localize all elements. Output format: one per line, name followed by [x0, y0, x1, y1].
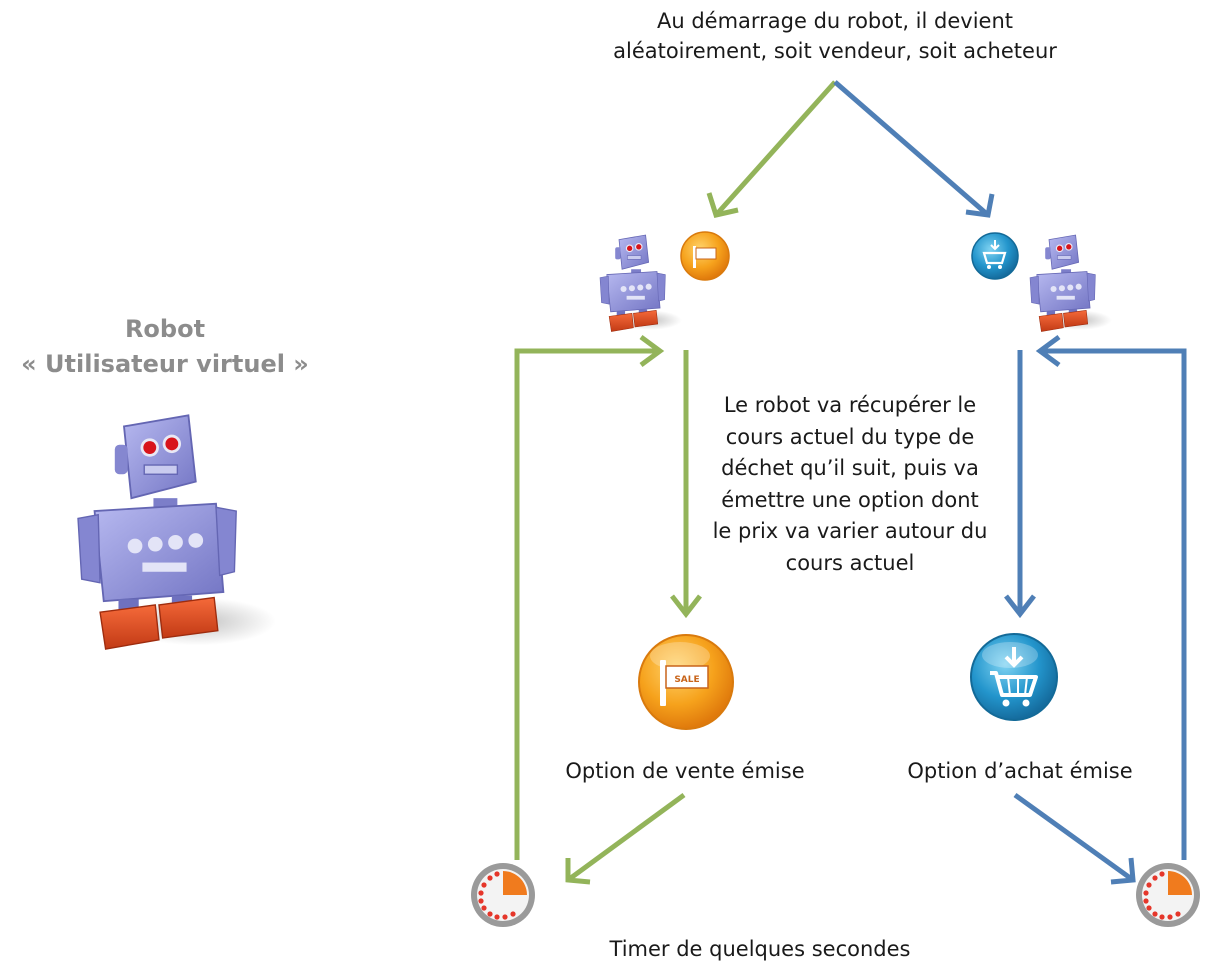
buyer-flow-arrows	[833, 80, 1187, 883]
start-line-2: aléatoirement, soit vendeur, soit achete…	[613, 39, 1057, 63]
timer-label: Timer de quelques secondes	[609, 937, 911, 961]
sale-sign-icon-small	[680, 231, 730, 281]
start-line-1: Au démarrage du robot, il devient	[656, 9, 1014, 33]
process-line: cours actuel	[785, 550, 915, 575]
robot-subtitle: « Utilisateur virtuel »	[21, 350, 309, 378]
robot-caption: Robot « Utilisateur virtuel »	[0, 312, 330, 382]
sale-sign-label: SALE	[674, 675, 699, 685]
arrow-timer-back-to-buyer	[1040, 348, 1187, 860]
buy-option-label: Option d’achat émise	[907, 759, 1133, 783]
arrow-sale-option-to-timer	[566, 792, 686, 883]
robot-icon	[77, 414, 277, 650]
sale-sign-icon: SALE	[638, 634, 734, 730]
start-description: Au démarrage du robot, il devient aléato…	[575, 6, 1095, 66]
process-line: Le robot va récupérer le	[723, 393, 977, 417]
seller-flow-arrows	[514, 80, 837, 883]
sale-option-label: Option de vente émise	[565, 759, 805, 783]
buyer-robot-icon	[1029, 234, 1113, 332]
robot-title: Robot	[124, 315, 206, 343]
process-line: cours actuel du type de	[725, 424, 975, 449]
arrow-buy-option-to-timer	[1013, 792, 1135, 883]
process-line: le prix va varier autour du	[712, 519, 988, 543]
process-description: Le robot va récupérer le cours actuel du…	[700, 390, 1000, 579]
seller-robot-icon	[599, 234, 683, 332]
shopping-cart-icon-small	[971, 232, 1019, 280]
arrow-start-to-seller	[714, 80, 837, 217]
process-line: émettre une option dont	[721, 487, 979, 512]
process-line: déchet qu’il suit, puis va	[721, 456, 979, 480]
shopping-cart-icon	[970, 633, 1058, 721]
timer-icon-right	[1136, 863, 1200, 927]
seller-arrowheads	[565, 192, 739, 885]
arrow-start-to-buyer	[833, 80, 990, 217]
timer-icon-left	[471, 863, 535, 927]
arrow-timer-back-to-seller	[514, 348, 660, 860]
buyer-arrowheads	[965, 193, 1136, 885]
